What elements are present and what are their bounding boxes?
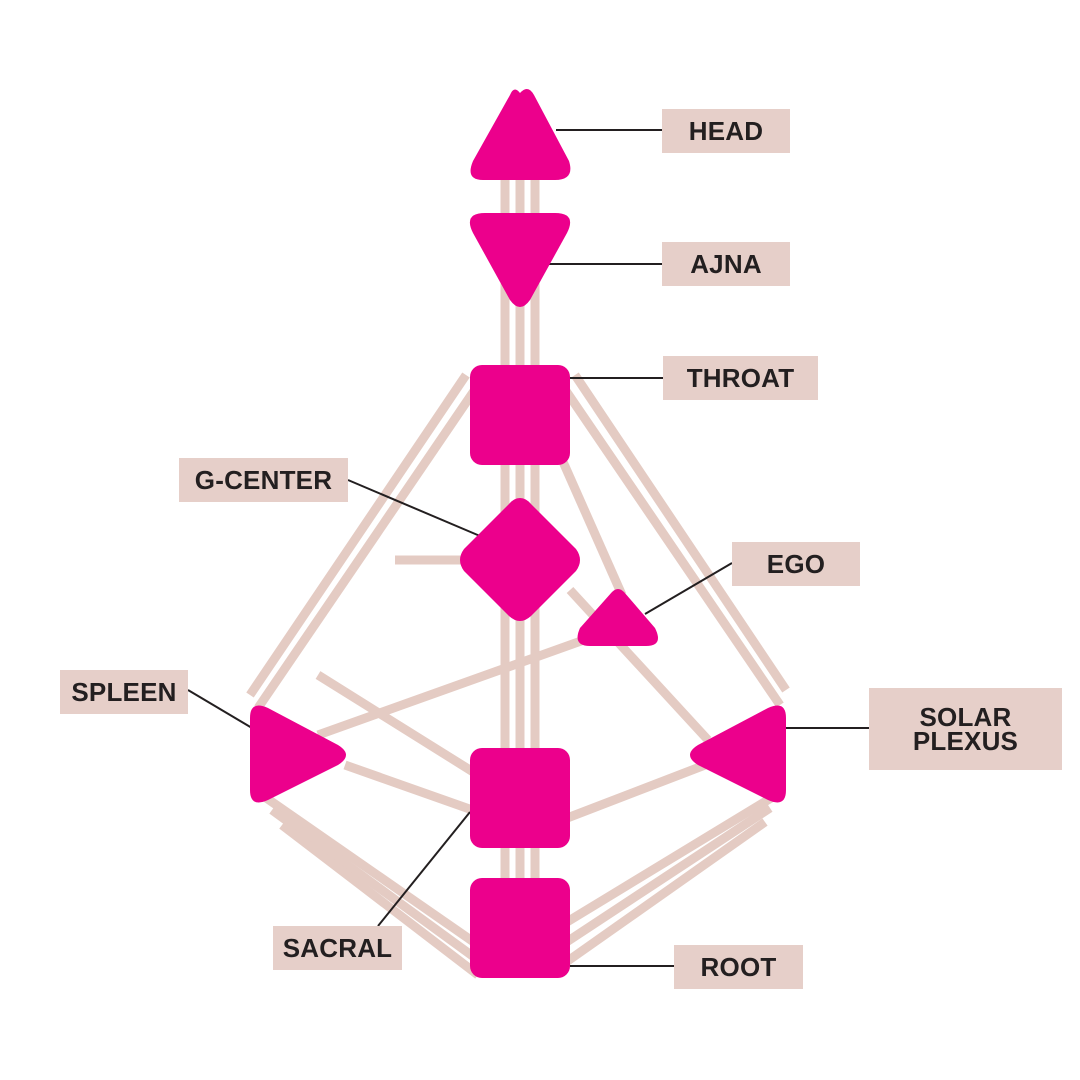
- g-center-label: G-CENTER: [179, 458, 348, 502]
- channel-line: [560, 760, 707, 825]
- spleen-label: SPLEEN: [60, 670, 188, 714]
- channel-line: [559, 804, 773, 949]
- leader-lines: [187, 129, 869, 967]
- channel-line: [555, 453, 627, 597]
- ego-label: EGO: [732, 542, 860, 586]
- leader-line: [347, 479, 481, 537]
- channels: [246, 178, 790, 979]
- channel-line: [343, 760, 480, 817]
- solar-plexus-center-shape: [690, 705, 786, 803]
- leader-line: [187, 689, 253, 729]
- channel-line: [316, 631, 597, 740]
- root-label: ROOT: [674, 945, 803, 989]
- throat-center-shape: [470, 365, 570, 465]
- leader-line: [377, 811, 471, 927]
- root-center-shape: [470, 878, 570, 978]
- solar-plexus-label: SOLAR PLEXUS: [869, 688, 1062, 770]
- spleen-center-shape: [250, 705, 346, 803]
- channel-line: [571, 372, 790, 693]
- channel-line: [559, 818, 768, 969]
- sacral-center-shape: [470, 748, 570, 848]
- solar-plexus-label-line-2: PLEXUS: [912, 726, 1019, 756]
- leader-line: [644, 562, 733, 615]
- sacral-label: SACRAL: [273, 926, 402, 970]
- channel-line: [559, 791, 779, 929]
- ajna-label: AJNA: [662, 242, 790, 286]
- channel-line: [558, 382, 784, 708]
- channel-line: [269, 806, 481, 964]
- g-center-shape: [460, 498, 580, 621]
- head-center-shape: [470, 88, 571, 180]
- solar-plexus-label-line-1: SOLAR: [919, 702, 1012, 732]
- channel-line: [315, 671, 481, 779]
- head-label: HEAD: [662, 109, 790, 153]
- channel-line: [254, 382, 482, 711]
- channel-line: [246, 372, 470, 698]
- centers: [250, 88, 786, 978]
- ego-center-shape: [577, 589, 658, 646]
- ajna-center-shape: [469, 213, 571, 307]
- channel-line: [259, 791, 481, 949]
- throat-label: THROAT: [663, 356, 818, 400]
- channel-line: [279, 821, 481, 979]
